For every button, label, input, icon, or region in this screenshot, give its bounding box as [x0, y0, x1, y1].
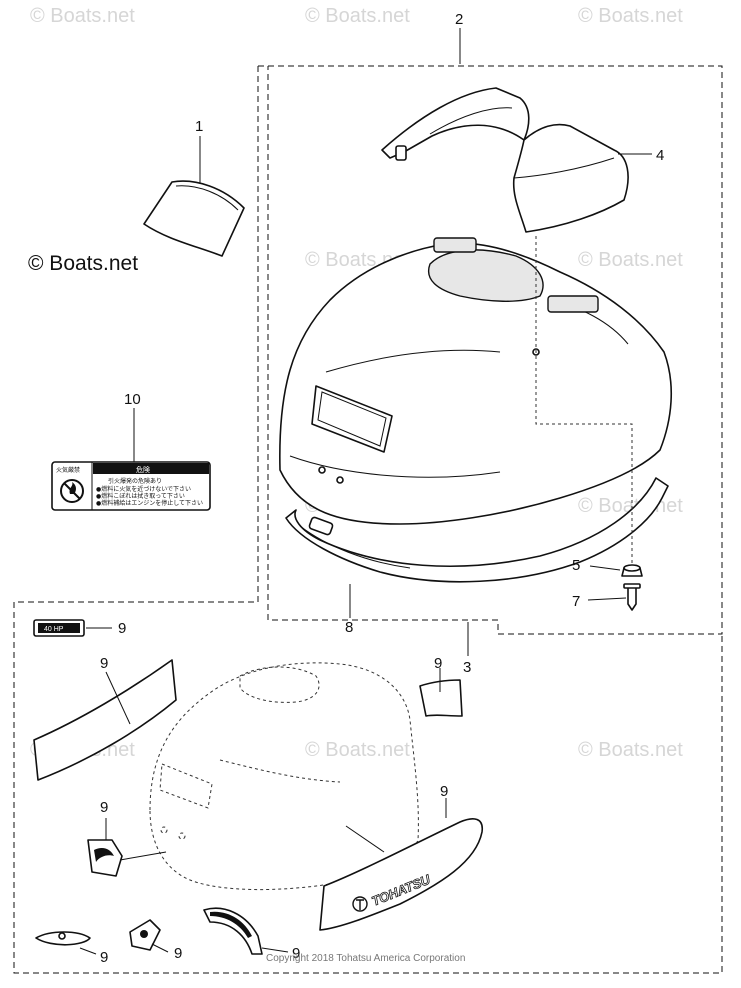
- callout-3: 3: [463, 659, 471, 676]
- decal-bottom-left: 9: [35, 931, 108, 966]
- part-5-7-fasteners: 5 7: [535, 236, 643, 611]
- watermark-emphasized: © Boats.net: [28, 252, 138, 275]
- leader-line: [261, 947, 289, 953]
- decal-badge-small: 40 HP 9: [33, 619, 126, 637]
- decal-badge-text: 40 HP: [44, 626, 64, 633]
- callout-7: 7: [572, 593, 580, 610]
- part-1-pad: 1: [143, 118, 245, 257]
- warning-line-4: ●燃料補給はエンジンを停止して下さい: [96, 499, 203, 507]
- leader-line: [79, 947, 97, 955]
- callout-9: 9: [434, 655, 442, 672]
- leader-line: [105, 671, 131, 725]
- group-box-2: [258, 65, 723, 635]
- decal-side-left: 9: [33, 655, 177, 781]
- group-box-3: [13, 66, 723, 974]
- callout-9: 9: [174, 945, 182, 962]
- callout-5: 5: [572, 557, 580, 574]
- callout-9: 9: [440, 783, 448, 800]
- leader-line: [345, 825, 385, 853]
- callout-9: 9: [118, 620, 126, 637]
- decal-front-emblem: 9: [87, 799, 167, 877]
- leader-line: [587, 597, 627, 601]
- callout-10: 10: [124, 391, 141, 408]
- part-10-warning-label: 10 火気厳禁 危険 引火爆発の危険あり ●燃料に火気を近づけないで下さい ●燃…: [51, 391, 211, 511]
- watermark: © Boats.net: [578, 739, 683, 761]
- warning-line-2: ●燃料に火気を近づけないで下さい: [96, 485, 191, 493]
- decal-right-small: 9: [419, 655, 463, 717]
- decal-bottom-arc: 9: [203, 907, 300, 962]
- part-8-seal: 8: [285, 477, 669, 636]
- watermark: © Boats.net: [578, 5, 683, 27]
- leader-line: [119, 851, 167, 861]
- decal-bottom-middle: 9: [129, 919, 182, 962]
- warning-right-title: 危険: [136, 465, 150, 474]
- part-2-top-cowling: [279, 237, 672, 525]
- watermark: © Boats.net: [305, 5, 410, 27]
- leader-line: [589, 565, 621, 571]
- leader-line: [151, 943, 169, 953]
- warning-left-title: 火気厳禁: [56, 466, 80, 474]
- callout-1: 1: [195, 118, 203, 135]
- callout-9: 9: [100, 799, 108, 816]
- decal-tohatsu-side: TOHATSU 9: [319, 783, 484, 931]
- part-4-upper-cover: 4: [381, 87, 664, 233]
- callout-9: 9: [100, 949, 108, 966]
- callout-9: 9: [292, 945, 300, 962]
- part-3-decal-cowling: [149, 662, 419, 891]
- watermark: © Boats.net: [578, 249, 683, 271]
- warning-line-1: 引火爆発の危険あり: [108, 477, 162, 485]
- callout-4: 4: [656, 147, 664, 164]
- callout-8: 8: [345, 619, 353, 636]
- watermark: © Boats.net: [30, 5, 135, 27]
- warning-line-3: ●燃料こぼれは拭き取って下さい: [96, 492, 185, 500]
- watermark: © Boats.net: [305, 739, 410, 761]
- callout-9: 9: [100, 655, 108, 672]
- copyright-notice: Copyright 2018 Tohatsu America Corporati…: [266, 953, 465, 964]
- callout-2: 2: [455, 11, 463, 28]
